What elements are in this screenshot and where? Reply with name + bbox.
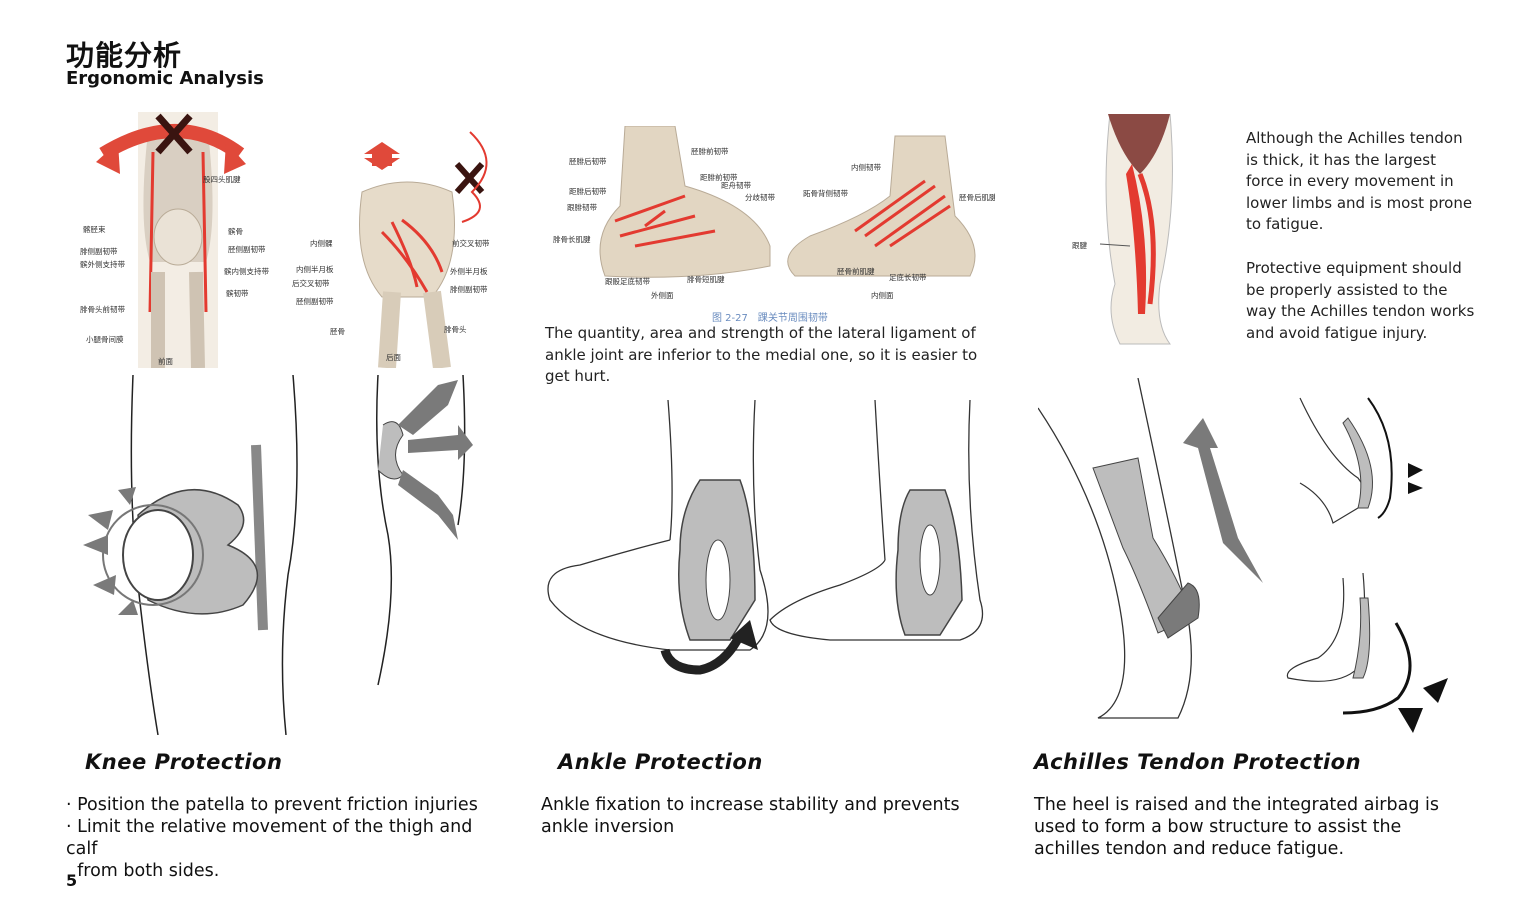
knee-front-label: 髌外侧支持带	[80, 259, 125, 269]
knee-bullet-2: · Limit the relative movement of the thi…	[66, 817, 473, 859]
achilles-tendon-anatomy-illustration: 跟腱	[1072, 114, 1173, 345]
knee-brace-sketch	[83, 375, 473, 735]
ankle-figure-caption: 图 2-27 踝关节周围韧带	[712, 313, 828, 324]
knee-back-caption: 后面	[386, 352, 401, 362]
ankle-label: 腓骨长肌腱	[553, 234, 591, 244]
knee-back-label: 前交叉韧带	[452, 238, 490, 248]
knee-back-label: 腓侧副韧带	[450, 284, 488, 294]
knee-protection-heading: Knee Protection	[85, 750, 283, 774]
knee-front-anatomy-illustration: 髂胫束 髌骨 胫侧副韧带 腓侧副韧带 髌外侧支持带 髌内侧支持带 髌韧带 股四头…	[80, 112, 269, 368]
knee-front-caption: 前面	[158, 356, 173, 366]
knee-bullet-1: · Position the patella to prevent fricti…	[66, 795, 478, 815]
ankle-protection-heading: Ankle Protection	[558, 750, 763, 774]
ankle-label: 跟骰足底韧带	[605, 276, 650, 286]
ankle-label: 内侧韧带	[851, 162, 881, 172]
ankle-label: 胫骨后肌腱	[959, 192, 995, 202]
ankle-label: 分歧韧带	[745, 192, 775, 202]
ankle-label: 腓骨短肌腱	[687, 274, 725, 284]
achilles-body-text: The heel is raised and the integrated ai…	[1034, 795, 1439, 859]
ankle-label: 距腓后韧带	[569, 186, 607, 196]
ankle-label: 胫腓前韧带	[691, 146, 729, 156]
ankle-label: 距舟韧带	[721, 180, 751, 190]
knee-front-label: 髌骨	[228, 226, 243, 236]
page-number: 5	[66, 871, 78, 890]
ankle-body-text: Ankle fixation to increase stability and…	[541, 795, 960, 837]
knee-back-label: 内侧髁	[310, 238, 333, 248]
knee-bullet-list: · Position the patella to prevent fricti…	[66, 794, 506, 882]
knee-front-label: 髌内侧支持带	[224, 266, 269, 276]
knee-front-label: 腓骨头前韧带	[80, 304, 125, 314]
achilles-support-sketch	[1038, 378, 1448, 733]
page-title-chinese: 功能分析	[66, 39, 183, 72]
knee-front-label: 股四头肌腱	[203, 174, 241, 184]
knee-front-label: 腓侧副韧带	[80, 246, 118, 256]
ankle-label: 跖骨背侧韧带	[803, 188, 848, 198]
knee-back-label: 胫骨	[330, 327, 345, 336]
knee-back-anatomy-illustration: 内侧髁 内侧半月板 后交叉韧带 胫侧副韧带 前交叉韧带 外侧半月板 腓侧副韧带 …	[292, 131, 490, 368]
knee-back-label: 外侧半月板	[450, 266, 488, 276]
achilles-image-label: 跟腱	[1072, 240, 1088, 250]
knee-front-label: 小腿骨间膜	[86, 334, 124, 344]
knee-front-label: 髌韧带	[226, 288, 249, 298]
ankle-ligament-anatomy-illustration: 胫腓后韧带 胫腓前韧带 距腓前韧带 距腓后韧带 跟腓韧带 距舟韧带 分歧韧带 腓…	[553, 126, 995, 300]
knee-back-label: 后交叉韧带	[292, 278, 330, 288]
achilles-force-note: Although the Achilles tendon is thick, i…	[1246, 129, 1473, 233]
knee-front-label: 胫侧副韧带	[228, 244, 266, 254]
ankle-label: 距腓前韧带	[700, 172, 738, 182]
ankle-label: 胫骨前肌腱	[837, 266, 875, 276]
achilles-equipment-note: Protective equipment should be properly …	[1246, 259, 1475, 342]
ankle-brace-sketch	[547, 400, 984, 675]
ankle-label: 足底长韧带	[889, 272, 927, 282]
ankle-label: 跟腓韧带	[567, 202, 597, 212]
knee-back-label: 胫侧副韧带	[296, 296, 334, 306]
ankle-label: 内侧面	[871, 290, 894, 300]
ankle-label: 胫腓后韧带	[569, 156, 607, 166]
knee-back-label: 腓骨头	[444, 324, 467, 334]
knee-bullet-3: from both sides.	[66, 861, 220, 881]
ankle-ligament-note: The quantity, area and strength of the l…	[545, 324, 978, 385]
page-title: Ergonomic Analysis	[66, 68, 264, 89]
achilles-protection-heading: Achilles Tendon Protection	[1034, 750, 1362, 774]
ankle-label: 外侧面	[651, 290, 674, 300]
knee-front-label: 髂胫束	[83, 224, 106, 234]
knee-back-label: 内侧半月板	[296, 264, 334, 274]
